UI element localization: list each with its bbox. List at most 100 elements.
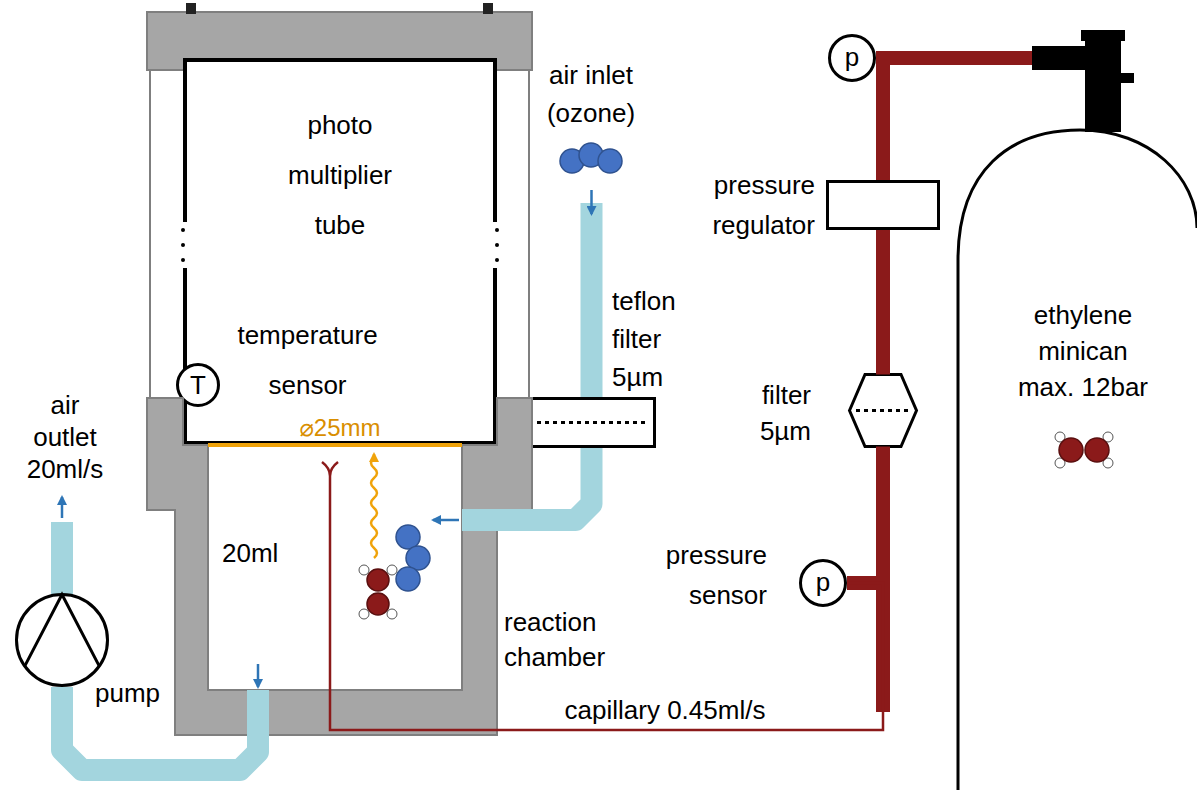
pump-label-slot: pump [95,678,165,708]
inlet-label: air inlet (ozone) [526,56,656,132]
ethylene-molecule [1055,432,1113,468]
pressure-gauge: p [828,34,876,82]
ethylene-molecule [1085,438,1109,462]
line [876,51,1032,65]
sensor-symbol-slot: p [799,559,847,605]
line [876,230,890,375]
pump-chevron [25,595,100,667]
thread-marks [179,222,501,268]
teflon-filter: teflon filter 5µm [527,397,656,448]
ozone-molecule [560,143,622,173]
can-valve [1032,46,1088,70]
gas-filter-outline [848,373,918,448]
chamber-label: reaction chamber [504,605,634,675]
air-outlet-pipe [62,497,63,596]
tube-label-slot: photo multiplier tube [265,100,415,250]
housing-cap [149,70,151,398]
window-diameter: ⌀25mm [280,415,400,441]
flow-arrow [257,664,260,687]
gas-line [883,230,884,375]
ozone-molecule [396,567,420,591]
chamber-housing [147,398,532,735]
pipe [62,687,258,770]
gas-line [876,58,1032,59]
sensor-symbol-slot: T [176,363,220,407]
gas-line [876,58,883,180]
gas-line [330,476,883,730]
gauge-symbol-slot: p [828,34,876,80]
ozone-molecule [598,149,622,173]
sensor-symbol: T [176,363,220,407]
air-inlet-pipe [590,190,593,214]
pump-symbol-border [17,595,108,686]
reaction-chamber: 20mlreaction chamber [147,398,532,735]
ethylene-molecule [367,569,389,591]
gas-can-outline [955,28,1197,790]
sensor-label: temperature sensor [220,310,395,410]
ethylene-molecule [367,593,389,615]
capillary-outlet [322,462,338,476]
edge-label: capillary 0.45ml/s [545,697,785,723]
housing-cap [186,3,196,14]
filter-label: teflon filter 5µm [612,282,702,396]
thread-marks [493,222,501,268]
can-valve [1081,30,1125,41]
gas-line [847,447,883,584]
can-body [958,130,1197,790]
can-label: ethylene minican max. 12bar [1013,297,1153,405]
volume-label-slot: 20ml [222,538,302,568]
chamber-label-slot: reaction chamber [504,605,634,675]
outlet-label-slot: air outlet 20ml/s [20,389,110,485]
line [876,58,883,180]
ethylene-molecule [359,609,369,619]
gas-can: ethylene minican max. 12bar [955,28,1197,790]
thread-marks [181,258,185,262]
pump-symbol-outline [15,593,109,687]
thread-marks [495,228,499,232]
edge-label-slot: capillary 0.45ml/s [545,697,785,723]
outlet-label: air outlet 20ml/s [20,389,110,485]
line [847,447,883,584]
thread-marks [495,243,499,247]
ethylene-molecule [387,609,397,619]
ozone-molecule [396,525,430,591]
tube-label: photo multiplier tube [265,100,415,250]
sensor-label: pressure sensor [637,535,767,615]
pump-label: pump [95,678,165,708]
pressure-sensor: ppressure sensor [799,559,847,607]
air-pipe [433,448,592,520]
flow-arrow [258,664,259,687]
thread-marks [181,228,185,232]
air-outlet-pipe [51,522,73,596]
pmt-window [208,445,462,446]
gas-filter: filter 5µm [848,373,918,448]
ethylene-molecule [387,565,397,575]
filter-label-slot: filter 5µm [716,377,811,449]
air-inlet-pipe [591,190,592,398]
can-valve [1085,32,1121,132]
sensor-label-slot: pressure sensor [637,535,767,615]
thread-marks [495,258,499,262]
pump-symbol: pump [15,593,109,687]
housing-cap [483,3,493,14]
reaction-chamber-outline [147,398,532,735]
pressure-regulator-outline [826,180,940,230]
pipe [462,448,592,520]
air-inlet-pipe [581,203,603,398]
line [330,476,883,730]
sensor-label-slot: temperature sensor [220,310,395,410]
housing-cap [528,70,530,398]
pmt-window [208,443,462,447]
thread-marks [181,243,185,247]
volume-label: 20ml [222,538,302,568]
thread-marks [179,222,187,268]
photomultiplier-tube-border [185,60,495,443]
filter-label: filter 5µm [716,377,811,449]
teflon-filter-outline [527,397,656,448]
air-pipe [62,687,258,770]
capillary-outlet [322,462,338,476]
can-label-slot: ethylene minican max. 12bar [1013,297,1153,405]
regulator-label: pressure regulator [655,165,815,245]
filter-label-slot: teflon filter 5µm [612,282,702,396]
